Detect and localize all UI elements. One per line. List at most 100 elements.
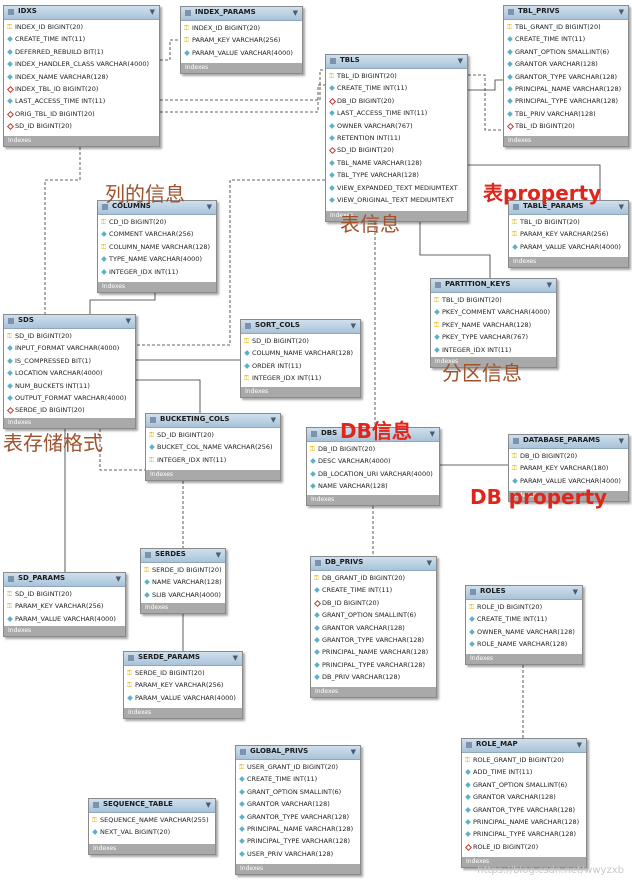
collapse-caret-icon[interactable]: ▼: [115, 575, 121, 583]
table-header[interactable]: DATABASE_PARAMS▼: [509, 435, 628, 449]
collapse-caret-icon[interactable]: ▼: [350, 748, 356, 756]
table-header[interactable]: DBS▼: [307, 428, 439, 442]
table-roles[interactable]: ROLES▼⚿ROLE_ID BIGINT(20)CREATE_TIME INT…: [465, 585, 583, 665]
column-label: ORIG_TBL_ID BIGINT(20): [15, 109, 95, 118]
indexes-footer[interactable]: Indexes: [509, 257, 628, 267]
table-index-params[interactable]: INDEX_PARAMS▼⚿INDEX_ID BIGINT(20)⚿PARAM_…: [180, 6, 303, 74]
table-column: INTEGER_IDX INT(11): [431, 344, 556, 356]
table-column: ⚿INTEGER_IDX INT(11): [146, 454, 280, 466]
table-header[interactable]: GLOBAL_PRIVS▼: [236, 746, 360, 760]
table-header[interactable]: TABLE_PARAMS▼: [509, 201, 628, 215]
table-header[interactable]: TBLS▼: [326, 55, 467, 69]
indexes-footer[interactable]: Indexes: [241, 387, 360, 397]
table-header[interactable]: SDS▼: [4, 315, 135, 329]
collapse-caret-icon[interactable]: ▼: [576, 741, 582, 749]
table-dbs[interactable]: DBS▼⚿DB_ID BIGINT(20)DESC VARCHAR(4000)D…: [306, 427, 440, 506]
indexes-footer[interactable]: Indexes: [98, 282, 216, 292]
collapse-caret-icon[interactable]: ▼: [426, 559, 432, 567]
table-header[interactable]: BUCKETING_COLS▼: [146, 414, 280, 428]
table-header[interactable]: SORT_COLS▼: [241, 320, 360, 334]
collapse-caret-icon[interactable]: ▼: [546, 281, 552, 289]
indexes-footer[interactable]: Indexes: [4, 136, 159, 146]
indexes-footer[interactable]: Indexes: [311, 687, 436, 697]
indexes-footer[interactable]: Indexes: [307, 495, 439, 505]
collapse-caret-icon[interactable]: ▼: [618, 437, 624, 445]
indexes-footer[interactable]: Indexes: [141, 603, 225, 613]
table-tbl-privs[interactable]: TBL_PRIVS▼⚿TBL_GRANT_ID BIGINT(20)CREATE…: [503, 5, 629, 147]
table-header[interactable]: INDEX_PARAMS▼: [181, 7, 302, 21]
table-header[interactable]: SERDE_PARAMS▼: [124, 652, 242, 666]
indexes-footer[interactable]: Indexes: [504, 136, 628, 146]
column-label: SD_ID BIGINT(20): [252, 337, 309, 345]
column-label: BUCKET_COL_NAME VARCHAR(256): [157, 443, 273, 452]
column-label: COMMENT VARCHAR(256): [109, 230, 194, 239]
table-database-params[interactable]: DATABASE_PARAMS▼⚿DB_ID BIGINT(20)⚿PARAM_…: [508, 434, 629, 502]
table-idxs[interactable]: IDXS▼⚿INDEX_ID BIGINT(20)CREATE_TIME INT…: [3, 5, 160, 147]
link-tbls-partition-keys: [419, 222, 491, 278]
table-sd-params[interactable]: SD_PARAMS▼⚿SD_ID BIGINT(20)⚿PARAM_KEY VA…: [3, 572, 126, 637]
collapse-caret-icon[interactable]: ▼: [149, 8, 155, 16]
indexes-footer[interactable]: Indexes: [181, 63, 302, 73]
column-label: ROLE_GRANT_ID BIGINT(20): [473, 756, 564, 764]
column-label: GRANTOR VARCHAR(128): [247, 800, 330, 809]
indexes-footer[interactable]: Indexes: [431, 357, 556, 367]
indexes-footer[interactable]: Indexes: [124, 708, 242, 718]
table-header[interactable]: IDXS▼: [4, 6, 159, 20]
indexes-footer[interactable]: Indexes: [326, 211, 467, 221]
collapse-caret-icon[interactable]: ▼: [205, 801, 211, 809]
table-header[interactable]: ROLES▼: [466, 586, 582, 600]
table-name: ROLE_MAP: [476, 740, 518, 748]
table-sequence-table[interactable]: SEQUENCE_TABLE▼⚿SEQUENCE_NAME VARCHAR(25…: [88, 798, 216, 855]
column-label: RETENTION INT(11): [337, 133, 401, 142]
table-header[interactable]: SD_PARAMS▼: [4, 573, 125, 587]
table-header[interactable]: SEQUENCE_TABLE▼: [89, 799, 215, 813]
column-label: GRANTOR_TYPE VARCHAR(128): [515, 72, 618, 81]
indexes-footer[interactable]: Indexes: [509, 491, 628, 501]
column-icon: [314, 661, 320, 668]
table-header[interactable]: PARTITION_KEYS▼: [431, 279, 556, 293]
table-db-privs[interactable]: DB_PRIVS▼⚿DB_GRANT_ID BIGINT(20)CREATE_T…: [310, 556, 437, 698]
column-label: TBL_ID BIGINT(20): [520, 218, 580, 226]
column-label: SD_ID BIGINT(20): [15, 122, 72, 131]
collapse-caret-icon[interactable]: ▼: [232, 654, 238, 662]
table-serde-params[interactable]: SERDE_PARAMS▼⚿SERDE_ID BIGINT(20)⚿PARAM_…: [123, 651, 243, 719]
table-role-map[interactable]: ROLE_MAP▼⚿ROLE_GRANT_ID BIGINT(20)ADD_TI…: [461, 738, 587, 868]
table-header[interactable]: ROLE_MAP ▼: [462, 739, 586, 753]
column-label: PARAM_VALUE VARCHAR(4000): [520, 242, 621, 251]
table-header[interactable]: SERDES▼: [141, 549, 225, 563]
table-sort-cols[interactable]: SORT_COLS▼⚿SD_ID BIGINT(20)COLUMN_NAME V…: [240, 319, 361, 398]
table-partition-keys[interactable]: PARTITION_KEYS▼⚿TBL_ID BIGINT(20)PKEY_CO…: [430, 278, 557, 368]
indexes-footer[interactable]: Indexes: [89, 844, 215, 854]
table-serdes[interactable]: SERDES▼⚿SERDE_ID BIGINT(20)NAME VARCHAR(…: [140, 548, 226, 614]
table-bucketing-cols[interactable]: BUCKETING_COLS▼⚿SD_ID BIGINT(20)BUCKET_C…: [145, 413, 281, 481]
table-table-params[interactable]: TABLE_PARAMS▼⚿TBL_ID BIGINT(20)⚿PARAM_KE…: [508, 200, 629, 268]
annotation-columns-info: 列的信息: [105, 182, 185, 206]
collapse-caret-icon[interactable]: ▼: [572, 588, 578, 596]
table-tbls[interactable]: TBLS▼⚿TBL_ID BIGINT(20)CREATE_TIME INT(1…: [325, 54, 468, 222]
table-columns[interactable]: COLUMNS▼⚿CD_ID BIGINT(20)COMMENT VARCHAR…: [97, 200, 217, 293]
collapse-caret-icon[interactable]: ▼: [618, 8, 624, 16]
collapse-caret-icon[interactable]: ▼: [125, 317, 131, 325]
table-header[interactable]: DB_PRIVS▼: [311, 557, 436, 571]
table-sds[interactable]: SDS▼⚿SD_ID BIGINT(20)INPUT_FORMAT VARCHA…: [3, 314, 136, 429]
indexes-footer[interactable]: Indexes: [4, 418, 135, 428]
collapse-caret-icon[interactable]: ▼: [457, 57, 463, 65]
indexes-footer[interactable]: Indexes: [462, 857, 586, 867]
indexes-footer[interactable]: Indexes: [4, 626, 125, 636]
table-column: LAST_ACCESS_TIME INT(11): [326, 107, 467, 119]
table-global-privs[interactable]: GLOBAL_PRIVS▼⚿USER_GRANT_ID BIGINT(20)CR…: [235, 745, 361, 875]
table-header[interactable]: TBL_PRIVS▼: [504, 6, 628, 20]
collapse-caret-icon[interactable]: ▼: [215, 551, 221, 559]
collapse-caret-icon[interactable]: ▼: [292, 9, 298, 17]
table-column: CREATE_TIME INT(11): [466, 613, 582, 625]
collapse-caret-icon[interactable]: ▼: [350, 322, 356, 330]
indexes-footer[interactable]: Indexes: [236, 864, 360, 874]
column-label: SEQUENCE_NAME VARCHAR(255): [100, 816, 209, 824]
collapse-caret-icon[interactable]: ▼: [618, 203, 624, 211]
collapse-caret-icon[interactable]: ▼: [429, 430, 435, 438]
collapse-caret-icon[interactable]: ▼: [270, 416, 276, 424]
indexes-footer[interactable]: Indexes: [466, 654, 582, 664]
table-header[interactable]: COLUMNS▼: [98, 201, 216, 215]
collapse-caret-icon[interactable]: ▼: [206, 203, 212, 211]
indexes-footer[interactable]: Indexes: [146, 470, 280, 480]
